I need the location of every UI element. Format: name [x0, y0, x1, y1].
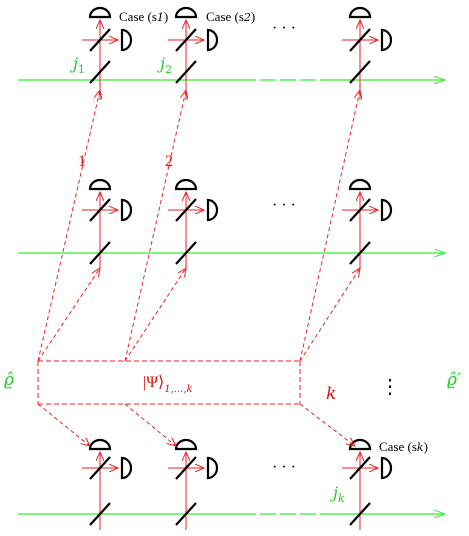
- beam-splitter-icon: [89, 60, 111, 84]
- beam-splitter-icon: [175, 60, 197, 84]
- detector-icon: [174, 438, 198, 451]
- hdots-top: · · ·: [272, 20, 296, 37]
- case-s1-label: Case (s1): [119, 9, 168, 24]
- beam-splitter-icon: [175, 502, 197, 526]
- path-label-2: 2: [165, 153, 173, 170]
- route-arrow: [37, 403, 90, 446]
- detector-icon: [206, 198, 219, 222]
- beam-splitter-icon: [175, 198, 197, 222]
- detector-icon: [174, 178, 198, 191]
- route-arrow: [299, 90, 360, 362]
- detector-icon: [120, 198, 133, 222]
- beam-splitter-icon: [349, 60, 371, 84]
- stage-unit: [82, 6, 133, 100]
- output-state-label: ϱ̂′: [447, 370, 461, 390]
- detector-icon: [120, 456, 133, 480]
- detector-icon: [88, 178, 112, 191]
- vdots-right: ⋮: [380, 376, 400, 398]
- stage-unit: [168, 6, 219, 100]
- beam-splitter-icon: [175, 28, 197, 52]
- ancilla-state-label: |Ψ⟩1,...,k: [143, 374, 193, 395]
- beam-splitter-icon: [349, 241, 371, 265]
- beam-label-jk: jk: [330, 483, 345, 505]
- beam-splitter-icon: [89, 456, 111, 480]
- route-arrow: [37, 268, 100, 362]
- stage-unit: [342, 178, 393, 270]
- path-label-k: k: [326, 384, 336, 404]
- route-arrow: [37, 90, 100, 362]
- beam-splitter-icon: [89, 198, 111, 222]
- detector-icon: [348, 178, 372, 191]
- stage-unit: [168, 178, 219, 270]
- beam-splitter-icon: [89, 241, 111, 265]
- beam-splitter-icon: [89, 28, 111, 52]
- beam-splitter-icon: [349, 198, 371, 222]
- beam-splitter-icon: [349, 502, 371, 526]
- detector-icon: [120, 28, 133, 52]
- detector-icon: [206, 456, 219, 480]
- detector-icon: [380, 28, 393, 52]
- detector-icon: [380, 456, 393, 480]
- detector-icon: [206, 28, 219, 52]
- route-arrow: [124, 403, 176, 446]
- ancilla-state-box: [37, 360, 301, 405]
- stage-units: [82, 6, 393, 530]
- detector-icon: [380, 198, 393, 222]
- route-arrow: [299, 268, 360, 362]
- hdots-middle: · · ·: [272, 197, 296, 214]
- detector-icon: [88, 6, 112, 19]
- route-arrow: [124, 268, 186, 362]
- ancilla-routing-arrows: [37, 90, 360, 446]
- detector-icon: [348, 6, 372, 19]
- stage-unit: [168, 438, 219, 530]
- stage-unit: [82, 178, 133, 270]
- beam-label-j1: j1: [70, 54, 85, 76]
- route-arrow: [124, 90, 186, 362]
- beam-splitter-icon: [349, 28, 371, 52]
- beam-splitter-icon: [349, 456, 371, 480]
- detector-icon: [88, 438, 112, 451]
- case-s2-label: Case (s2): [206, 9, 255, 24]
- stage-unit: [82, 438, 133, 530]
- hdots-bottom: · · ·: [272, 459, 296, 476]
- beam-splitter-icon: [175, 241, 197, 265]
- stage-unit: [342, 6, 393, 100]
- case-sk-label: Case (sk): [379, 439, 428, 454]
- path-label-1: 1: [78, 153, 86, 170]
- beam-splitter-icon: [175, 456, 197, 480]
- route-arrow: [299, 403, 355, 446]
- detector-icon: [174, 6, 198, 19]
- beam-splitter-icon: [89, 502, 111, 526]
- input-state-label: ϱ̂: [4, 370, 14, 390]
- beam-label-j2: j2: [157, 54, 172, 76]
